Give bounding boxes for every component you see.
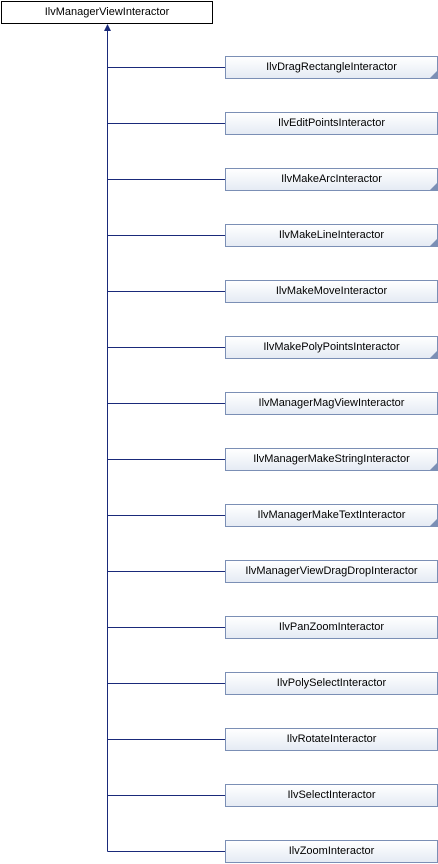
derived-class-label: IlvDragRectangleInteractor — [266, 61, 397, 73]
derived-class-node[interactable]: IlvSelectInteractor — [225, 784, 438, 807]
derived-class-label: IlvZoomInteractor — [288, 845, 375, 857]
collapsed-children-marker-icon[interactable] — [430, 239, 437, 246]
derived-class-label: IlvEditPointsInteractor — [278, 117, 385, 129]
collapsed-children-marker-icon[interactable] — [430, 463, 437, 470]
derived-class-node[interactable]: IlvPolySelectInteractor — [225, 672, 438, 695]
derived-class-label: IlvMakePolyPointsInteractor — [263, 341, 400, 353]
derived-class-label: IlvSelectInteractor — [287, 789, 376, 801]
derived-class-node[interactable]: IlvMakeLineInteractor — [225, 224, 438, 247]
derived-class-node[interactable]: IlvZoomInteractor — [225, 840, 438, 863]
derived-class-node[interactable]: IlvMakePolyPointsInteractor — [225, 336, 438, 359]
derived-class-label: IlvMakeLineInteractor — [278, 229, 385, 241]
derived-class-label: IlvManagerViewDragDropInteractor — [245, 565, 418, 577]
derived-class-label: IlvMakeMoveInteractor — [275, 285, 388, 297]
derived-class-label: IlvPolySelectInteractor — [276, 677, 387, 689]
derived-class-label: IlvPanZoomInteractor — [278, 621, 385, 633]
derived-class-node[interactable]: IlvMakeMoveInteractor — [225, 280, 438, 303]
derived-class-node[interactable]: IlvManagerViewDragDropInteractor — [225, 560, 438, 583]
collapsed-children-marker-icon[interactable] — [430, 183, 437, 190]
derived-class-label: IlvManagerMakeStringInteractor — [253, 453, 410, 465]
derived-class-label: IlvManagerMagViewInteractor — [258, 397, 405, 409]
derived-class-label: IlvRotateInteractor — [286, 733, 377, 745]
derived-class-node[interactable]: IlvPanZoomInteractor — [225, 616, 438, 639]
derived-class-node[interactable]: IlvEditPointsInteractor — [225, 112, 438, 135]
derived-class-node[interactable]: IlvRotateInteractor — [225, 728, 438, 751]
derived-class-label: IlvMakeArcInteractor — [281, 173, 382, 185]
collapsed-children-marker-icon[interactable] — [430, 351, 437, 358]
inheritance-arrow-icon — [104, 24, 111, 31]
derived-class-node[interactable]: IlvMakeArcInteractor — [225, 168, 438, 191]
derived-class-label: IlvManagerMakeTextInteractor — [257, 509, 406, 521]
derived-class-node[interactable]: IlvManagerMakeStringInteractor — [225, 448, 438, 471]
collapsed-children-marker-icon[interactable] — [430, 71, 437, 78]
derived-class-node[interactable]: IlvDragRectangleInteractor — [225, 56, 438, 79]
base-class-node: IlvManagerViewInteractor — [1, 1, 213, 24]
collapsed-children-marker-icon[interactable] — [430, 519, 437, 526]
derived-class-node[interactable]: IlvManagerMagViewInteractor — [225, 392, 438, 415]
derived-class-node[interactable]: IlvManagerMakeTextInteractor — [225, 504, 438, 527]
